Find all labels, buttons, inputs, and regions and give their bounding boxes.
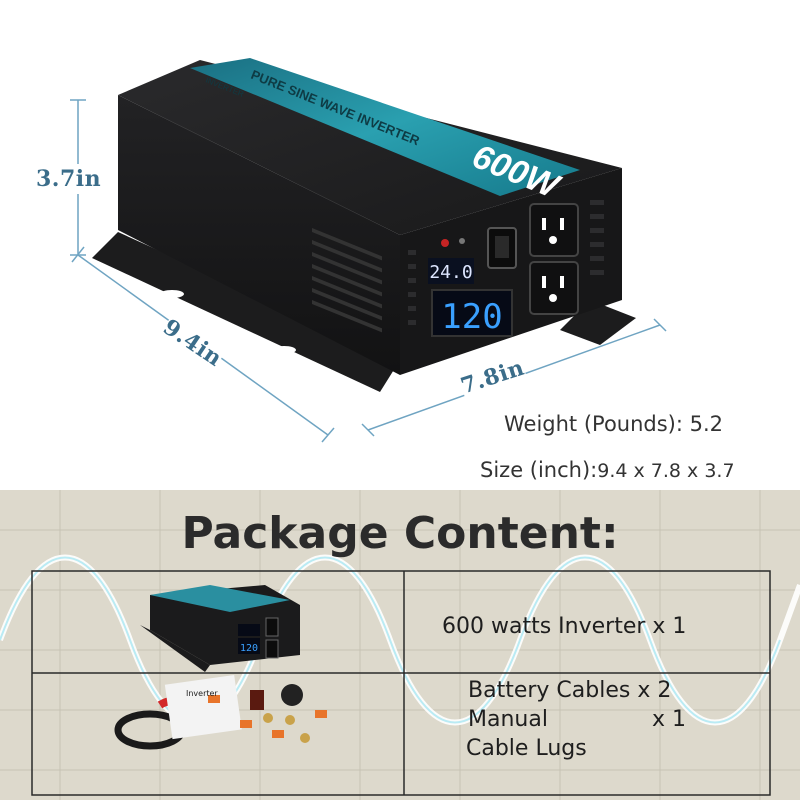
ac-outlet-top	[529, 203, 579, 257]
package-content-title: Package Content:	[181, 508, 619, 559]
output-display-frame	[431, 289, 513, 337]
side-face	[118, 95, 400, 375]
size-value: 9.4 x 7.8 x 3.7	[597, 460, 735, 482]
package-content-section: 120 Inverter Package Content: 600 watts …	[0, 490, 800, 800]
inverter-illustration: 24.0 120 600W PURE SINE WAVE INVERTER IN…	[70, 58, 667, 443]
svg-text:120: 120	[240, 643, 258, 654]
output-display: 120	[441, 297, 502, 337]
side-vents	[312, 228, 382, 333]
package-item-cables: Battery Cables x 2	[468, 678, 672, 703]
package-table	[31, 570, 771, 796]
height-dimension-label: 3.7in	[36, 164, 102, 194]
product-image-section: 24.0 120 600W PURE SINE WAVE INVERTER IN…	[36, 58, 735, 482]
size-label: Size (inch):	[480, 458, 598, 482]
weight-label: Weight (Pounds):	[504, 412, 683, 436]
inverter-thumbnail: 120	[140, 585, 300, 672]
voltage-display-frame	[428, 258, 474, 284]
oscilloscope-background: 120 Inverter	[0, 490, 800, 800]
cables-thumbnail: Inverter	[114, 674, 327, 750]
mount-flange-left	[92, 232, 400, 392]
svg-text:Inverter: Inverter	[186, 689, 218, 698]
power-led	[441, 239, 449, 247]
voltage-display: 24.0	[429, 262, 472, 283]
size-spec: Size (inch):9.4 x 7.8 x 3.7	[480, 458, 735, 482]
weight-spec: Weight (Pounds): 5.2	[504, 412, 723, 436]
front-vents-left	[408, 250, 416, 325]
package-item-inverter: 600 watts Inverter x 1	[442, 614, 687, 639]
sine-wave	[0, 554, 800, 726]
front-vents-right	[590, 200, 604, 275]
package-item-manual: Manual	[468, 707, 548, 732]
package-item-manual-qty: x 1	[652, 707, 687, 732]
label-panel	[190, 58, 580, 196]
weight-value: 5.2	[689, 412, 724, 436]
ac-outlet-bottom	[529, 261, 579, 315]
package-item-lugs: Cable Lugs	[466, 736, 587, 761]
